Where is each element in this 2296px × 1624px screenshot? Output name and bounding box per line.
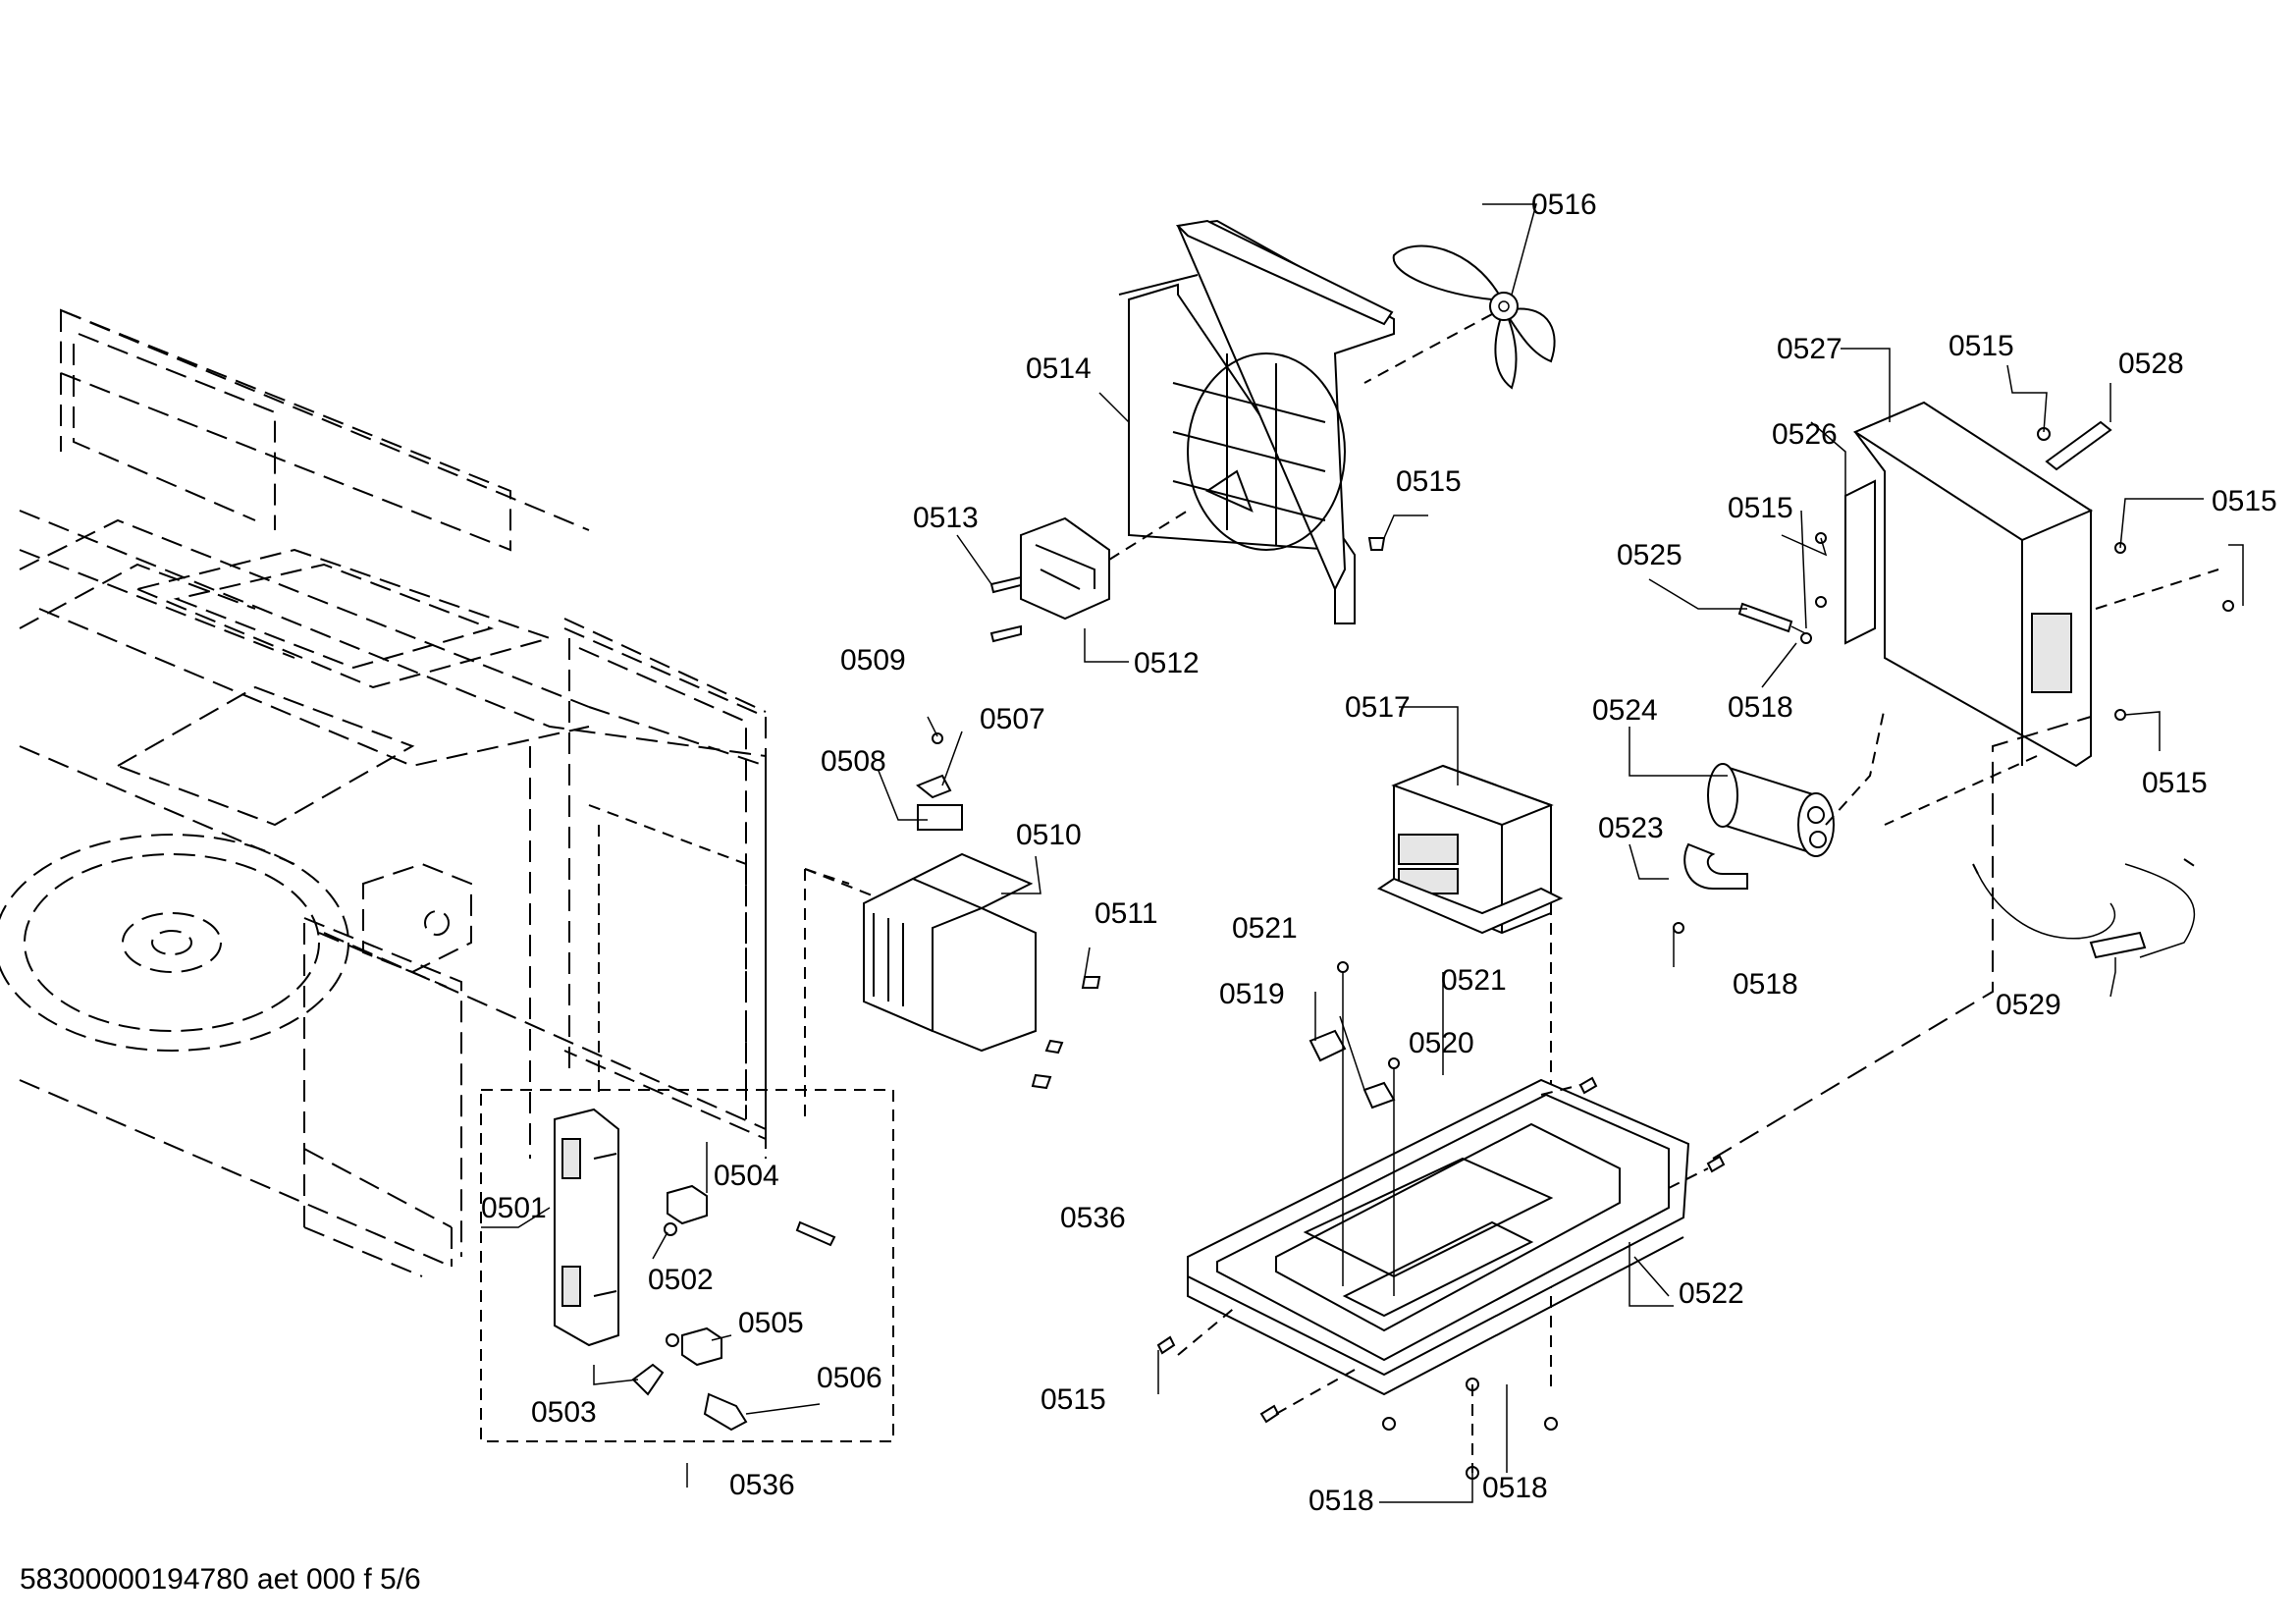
callout-0514: 0514: [1026, 352, 1092, 385]
callout-0510: 0510: [1016, 819, 1082, 851]
callout-0520: 0520: [1409, 1027, 1474, 1059]
connector-0506: [703, 1392, 748, 1432]
leader-lines: [481, 203, 2244, 1503]
wire-harness: [1972, 858, 2200, 959]
callout-0522: 0522: [1679, 1277, 1744, 1310]
callout-0518-d: 0518: [1728, 691, 1793, 724]
callout-0525: 0525: [1617, 539, 1682, 571]
callout-0504: 0504: [714, 1160, 779, 1192]
callout-0517: 0517: [1345, 691, 1411, 724]
fan-blade: [1363, 244, 1556, 390]
callout-0505: 0505: [738, 1307, 804, 1339]
callout-0515-d: 0515: [1949, 330, 2014, 362]
callout-0518-a: 0518: [1308, 1485, 1374, 1517]
callout-0511: 0511: [1095, 897, 1158, 930]
callout-0518-b: 0518: [1482, 1472, 1548, 1504]
callout-0501: 0501: [481, 1192, 547, 1224]
callout-0507: 0507: [980, 703, 1045, 735]
document-id: 58300000194780 aet 000 f 5/6: [20, 1563, 421, 1596]
capacitor-clamp: [1673, 842, 1748, 934]
sensor-bar: [2037, 420, 2112, 471]
callout-0502: 0502: [648, 1264, 714, 1296]
assembly-line-1: [1712, 716, 2092, 1160]
transformer: [1376, 764, 1564, 1394]
callout-0506: 0506: [817, 1362, 882, 1394]
base-plate: [1187, 1078, 1690, 1396]
callout-0519: 0519: [1219, 978, 1285, 1010]
callout-0515-e: 0515: [2212, 485, 2277, 517]
base-screws: [1156, 1076, 1726, 1480]
callout-0509: 0509: [840, 644, 906, 677]
fan-bracket: [1020, 510, 1189, 621]
callout-0512: 0512: [1134, 647, 1200, 679]
callout-0527: 0527: [1777, 333, 1842, 365]
switch-0505: [681, 1326, 722, 1367]
cabinet-housing: [0, 308, 767, 1277]
capacitor: [1707, 706, 1886, 857]
callout-0518-c: 0518: [1733, 968, 1798, 1001]
magnetron: [804, 732, 1101, 1090]
callout-0526: 0526: [1772, 418, 1838, 451]
callout-0515-a: 0515: [1396, 465, 1462, 498]
bracket-screws: [1800, 532, 2234, 721]
callout-0521-a: 0521: [1232, 912, 1298, 945]
callout-0515-b: 0515: [1041, 1383, 1106, 1416]
callout-0524: 0524: [1592, 694, 1658, 727]
callout-0529: 0529: [1996, 989, 2061, 1021]
callout-0516: 0516: [1531, 189, 1597, 221]
callout-0515-c: 0515: [1728, 492, 1793, 524]
latch-bracket: [554, 1108, 619, 1347]
callout-0536-bottom: 0536: [729, 1469, 795, 1501]
callout-0523: 0523: [1598, 812, 1664, 844]
insulation-plate: [1844, 479, 1876, 645]
control-bracket: [1852, 401, 2219, 826]
callout-0508: 0508: [821, 745, 886, 778]
sensor-lead: [1737, 602, 1812, 637]
callout-0521-b: 0521: [1441, 964, 1507, 997]
callout-0513: 0513: [913, 502, 979, 534]
fan-duct: [1118, 219, 1395, 624]
callout-0503: 0503: [531, 1396, 597, 1429]
callout-0528: 0528: [2118, 348, 2184, 380]
thermostat-0520: [1362, 1057, 1400, 1296]
actuator-0503: [631, 1363, 665, 1396]
callout-0536-center: 0536: [1060, 1202, 1126, 1234]
switch-0504: [667, 1184, 708, 1225]
screws-0513: [989, 537, 1386, 643]
callout-0515-f: 0515: [2142, 767, 2208, 799]
